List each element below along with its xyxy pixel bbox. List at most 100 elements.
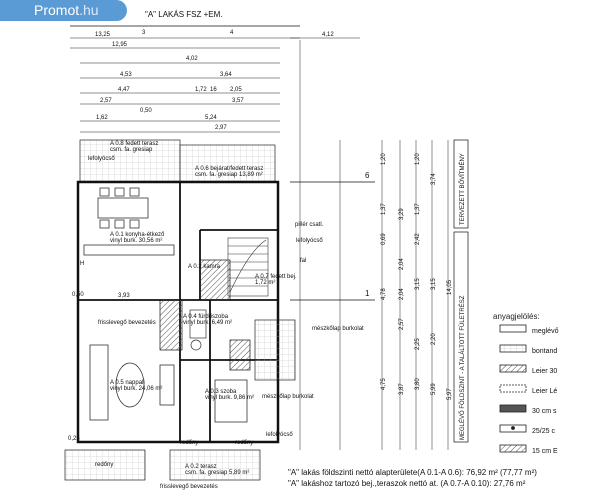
right-dimension-labels: 1,20 1,37 0,69 4,78 2,04 2,04 2,57 4,75 … (381, 153, 453, 400)
dim-label: 14,05 (447, 279, 453, 295)
dim-label: 3,64 (220, 72, 232, 78)
dim-label: 3 (142, 30, 146, 36)
dim-label: 4,78 (381, 288, 387, 300)
note-label: mészkőlap burkolat (312, 326, 364, 332)
dim-label: 0,50 (140, 108, 152, 114)
dim-label: 2,04 (399, 288, 405, 300)
note-label: frisslevegő bevezetés (98, 320, 156, 326)
staircase (227, 237, 269, 297)
dim-label: 3,57 (232, 98, 244, 104)
watermark-suffix: .hu (79, 2, 99, 18)
footer-area-terraces: "A" lakáshoz tartozó bej.,teraszok nettó… (288, 479, 526, 488)
dim-label: 0,69 (381, 233, 387, 245)
dim-label: 2,57 (100, 98, 112, 104)
room-sub: vinyl burk. 9,86 m² (205, 395, 254, 401)
dim-label: 0,50 (72, 292, 84, 298)
left-dimension-labels: 0,50 3,93 0,25 (68, 292, 130, 442)
room-label: A 0.4 fürdőszoba (183, 314, 229, 320)
dim-label: 2,42 (415, 233, 421, 245)
plan-notes: lefolyócső lefolyócső lefolyócső redőny … (80, 156, 364, 490)
dim-label: 4,02 (186, 56, 198, 62)
legend-swatches (499, 324, 527, 453)
note-label: H (80, 261, 84, 267)
section-mark: 1 (365, 289, 370, 298)
dim-label: 2,97 (215, 125, 227, 131)
note-label: redőny (180, 440, 198, 446)
watermark-logo: Promot.hu (0, 0, 127, 21)
dining-table (97, 187, 149, 229)
dim-label: 3,93 (118, 293, 130, 299)
legend: anyagjelölés: (493, 312, 600, 329)
room-sub: csm. fa. gresiap (110, 147, 153, 153)
section-markers (290, 181, 375, 301)
dim-label: 3,87 (399, 383, 405, 395)
dim-label: 2,57 (399, 318, 405, 330)
dim-label: 1,62 (96, 115, 108, 121)
note-label: frisslevegő bevezetés (160, 484, 218, 490)
legend-item-label: 25/25 c (532, 428, 555, 435)
room-sub: csm. fa. gresiap 13,89 m² (195, 172, 263, 178)
room-label: mészkőlap burkolat (262, 394, 314, 400)
plan-title: "A" LAKÁS FSZ +EM. (145, 10, 222, 19)
top-dimension-lines (70, 37, 360, 133)
room-label: A 0.2 terasz (185, 464, 217, 470)
dim-label: 5,24 (205, 115, 217, 121)
dim-label: 3,15 (415, 278, 421, 290)
dim-label: 4,75 (381, 378, 387, 390)
legend-item-label: meglévő (532, 328, 559, 335)
room-label: A 0.8 fedett terasz (110, 141, 158, 147)
dim-label: 1,37 (381, 203, 387, 215)
note-label: lefolyócső (266, 432, 293, 438)
vertical-note-2: TERVEZETT BŐVÍTMÉNY (459, 153, 466, 225)
note-label: fal (300, 258, 306, 264)
legend-item-label: bontand (532, 348, 558, 355)
room-label: A 0.6 bejárat/fedett terasz (195, 166, 263, 172)
note-label: pillér csatl. (295, 222, 324, 228)
room-sub: vinyl burk. 30,56 m² (110, 238, 162, 244)
dim-label: 2,20 (431, 333, 437, 345)
legend-item-label: 15 cm E (532, 448, 558, 455)
room-label: A 0.1 konyha-étkező (110, 232, 165, 238)
note-label: lefolyócső (88, 156, 115, 162)
dim-label: 1,72 (195, 87, 207, 93)
dim-label: 4,47 (118, 87, 130, 93)
note-label: redőny (235, 440, 253, 446)
note-label: redőny (95, 462, 113, 468)
dim-label: 3,29 (399, 208, 405, 220)
dim-label: 5,99 (431, 383, 437, 395)
vertical-note: MEGLÉVŐ FÖLDSZINT - A TALÁLTOTT FÜLETRÉS… (459, 295, 466, 440)
note-label: lefolyócső (296, 238, 323, 244)
legend-item-label: Leier 30 (532, 368, 558, 375)
room-label: A 0.2 kamra (188, 264, 221, 270)
room-sub: csm. fa. gresiap 5,89 m² (185, 470, 249, 476)
dim-label: 3,80 (415, 378, 421, 390)
room-labels: A 0.8 fedett terasz csm. fa. gresiap A 0… (110, 141, 314, 476)
legend-item-label: 30 cm s (532, 408, 557, 415)
dim-label: 4,12 (322, 32, 334, 38)
room-label: A 0.7 fedett bej. (255, 274, 297, 280)
dim-label: 2,05 (230, 87, 242, 93)
dim-label: 4,53 (120, 72, 132, 78)
dim-label: 5,97 (447, 388, 453, 400)
room-label: A 0.5 nappali (110, 380, 145, 386)
dim-label: 13,25 (95, 32, 111, 38)
dim-label: 1,20 (381, 153, 387, 165)
room-label: A 0.3 szoba (205, 389, 237, 395)
dim-label: 12,95 (112, 42, 128, 48)
dim-label: 16 (210, 87, 217, 93)
top-dimension-labels: 13,25 3 4 12,95 4,02 4,53 3,64 4,47 1,72… (95, 30, 334, 131)
dim-label: 2,25 (415, 338, 421, 350)
legend-labels: meglévő bontand Leier 30 Leier Lé 30 cm … (532, 322, 558, 462)
right-dimension-lines (299, 40, 449, 450)
sofa (89, 344, 175, 421)
section-mark: 6 (365, 171, 370, 180)
dim-label: 1,20 (415, 153, 421, 165)
dim-label: 3,15 (431, 278, 437, 290)
room-sub: 1,72 m² (255, 280, 275, 286)
dim-label: 2,04 (399, 258, 405, 270)
dim-label: 1,37 (415, 203, 421, 215)
watermark-brand: Promot (34, 2, 80, 18)
room-sub: vinyl burk. 24,06 m² (110, 386, 162, 392)
dim-label: 3,74 (431, 173, 437, 185)
